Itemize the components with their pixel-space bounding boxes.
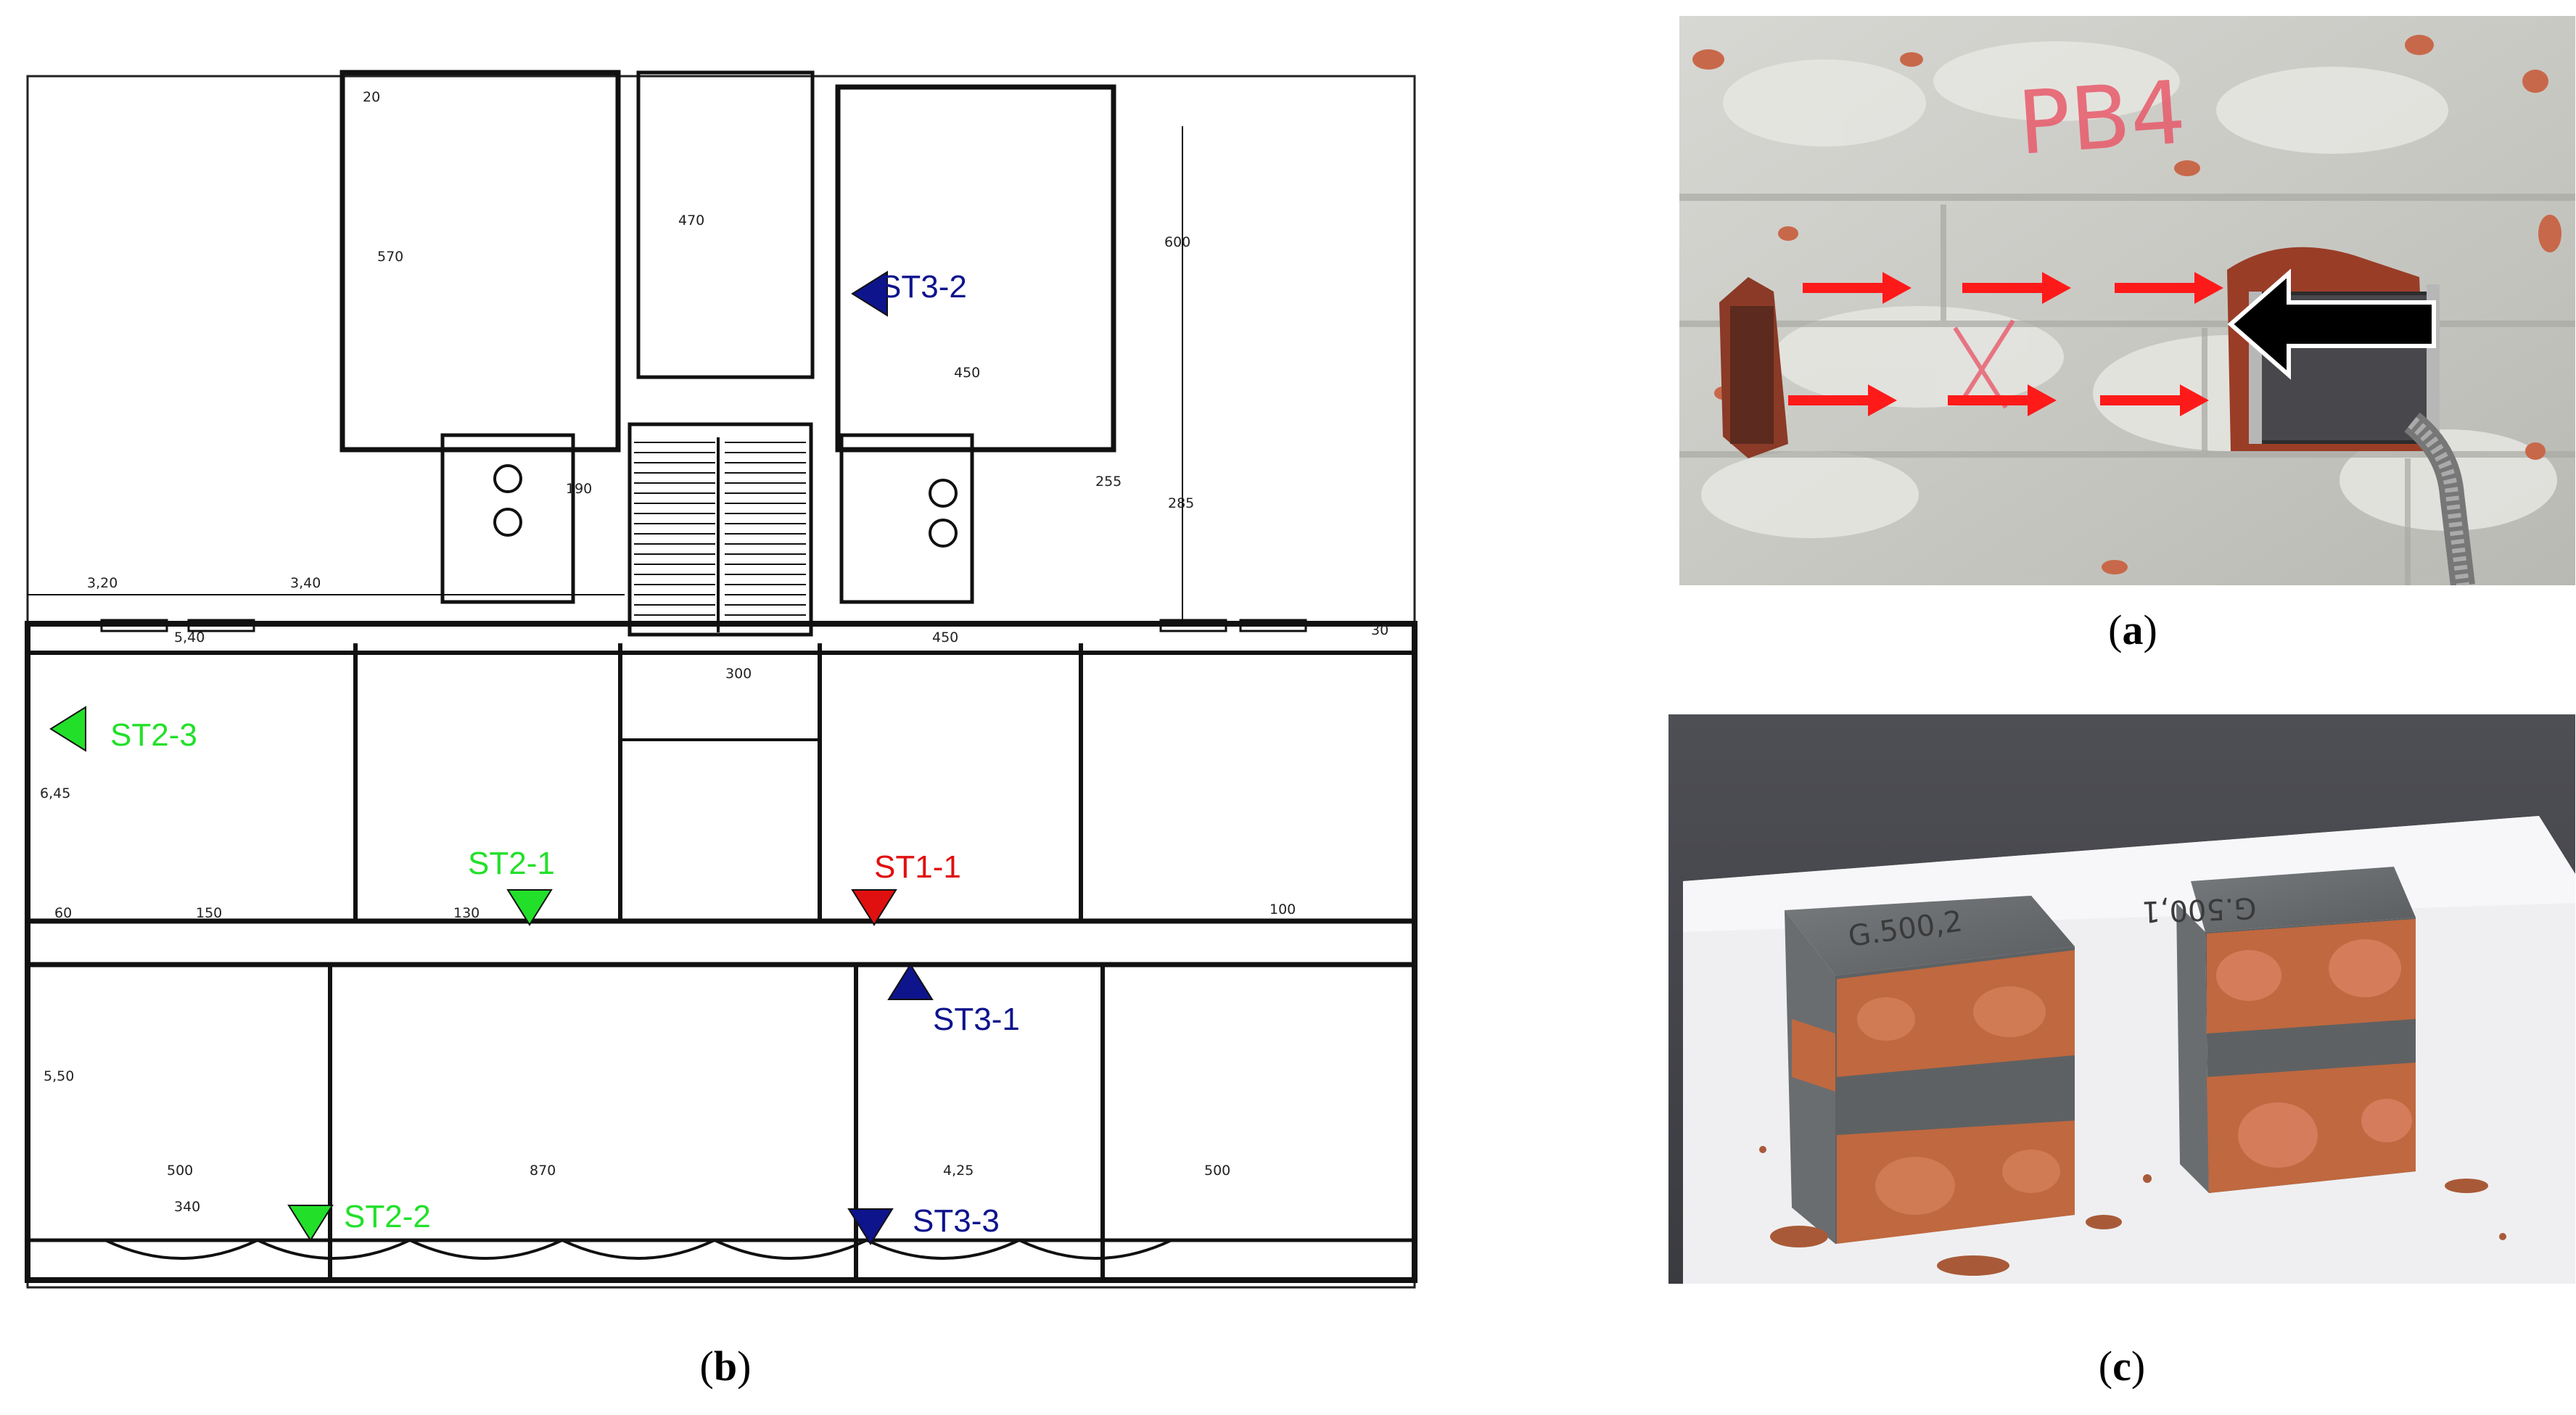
station-marker-st3-2 [851,271,888,317]
station-label-st3-1: ST3-1 [933,1002,1020,1037]
plan-room [619,738,821,923]
caption-b: (b) [699,1342,752,1390]
red-arrow [1948,384,2057,416]
station-marker-st3-1 [887,963,934,1000]
red-arrow-group [1788,272,2223,416]
station-label-st3-3: ST3-3 [913,1203,1000,1239]
bay-window [103,1238,260,1260]
station-marker-st3-3 [847,1208,894,1245]
red-arrow [1803,272,1912,304]
dimension-label: 470 [678,213,704,228]
plan-room [25,621,1417,1283]
dimension-label: 30 [1371,622,1388,638]
pb4-marking: PB4 [2015,62,2189,175]
fixture [493,464,522,493]
fixture [929,519,958,548]
dimension-label: 870 [530,1163,556,1179]
plan-room [835,84,1116,453]
caption-a: (a) [2108,606,2157,653]
dimension-label: 570 [377,249,403,265]
dimension-label: 4,25 [943,1163,974,1179]
plan-room [340,70,621,453]
fixture [493,508,522,537]
station-marker-st2-2 [287,1205,334,1242]
dimension-label: 60 [54,905,72,921]
dimension-label: 450 [932,630,958,645]
dimension-label: 285 [1168,495,1194,511]
dimension-label: 500 [167,1163,193,1179]
station-label-st2-1: ST2-1 [468,846,555,881]
plan-room [627,422,813,637]
dimension-label: 130 [453,905,480,921]
plan-room [839,433,974,604]
photo-c-masonry-samples: G.500,2 G.500,1 [1668,714,2575,1284]
red-arrow [2115,272,2223,304]
dimension-label: 255 [1095,474,1122,490]
caption-c: (c) [2098,1342,2146,1390]
bay-window [865,1238,1021,1260]
dimension-label: 340 [174,1199,200,1215]
station-marker-st2-1 [506,889,553,926]
dimension-label: 450 [954,365,980,381]
fixture [929,479,958,508]
plan-room [440,433,575,604]
plan-room [1159,619,1227,632]
dimension-label: 300 [725,666,752,682]
dimension-label: 150 [196,905,222,921]
floor-plan-drawing: 3,20 3,40 5,40 6,45 5,50 570 470 600 450 285 255 30… [25,70,1417,1289]
station-label-st2-3: ST2-3 [110,717,197,753]
dimension-label: 600 [1164,234,1190,250]
bay-window [1017,1238,1174,1260]
dimension-label: 5,50 [44,1068,74,1084]
right-sample-label: G.500,1 [2141,891,2258,928]
station-label-st2-2: ST2-2 [344,1199,431,1234]
station-marker-st2-3 [49,706,86,752]
plan-room [187,619,255,632]
dimension-label: 3,20 [87,575,118,591]
drawing-frame [26,75,1416,1289]
station-label-st3-2: ST3-2 [880,269,967,305]
dimension-label: 5,40 [174,630,205,645]
dimension-label: 6,45 [40,785,70,801]
dimension-label: 100 [1270,902,1296,917]
bay-window [560,1238,717,1260]
floor-plan: 3,20 3,40 5,40 6,45 5,50 570 470 600 450 285 255 30… [0,44,1436,1291]
dimension-label: 190 [566,481,592,497]
dimension-label: 500 [1204,1163,1230,1179]
plan-room [1239,619,1307,632]
dimension-label: 20 [363,89,380,105]
red-arrow [2100,384,2209,416]
station-marker-st1-1 [851,889,897,926]
plan-room [636,70,815,379]
plan-room [100,619,168,632]
dimension-label: 3,40 [290,575,321,591]
photo-a-flat-jack-test: PB4 [1679,16,2575,587]
red-arrow [1788,384,1897,416]
bay-window [712,1238,869,1260]
bay-window [408,1238,564,1260]
station-label-st1-1: ST1-1 [874,849,961,885]
bay-window [255,1238,412,1260]
red-arrow [1962,272,2071,304]
